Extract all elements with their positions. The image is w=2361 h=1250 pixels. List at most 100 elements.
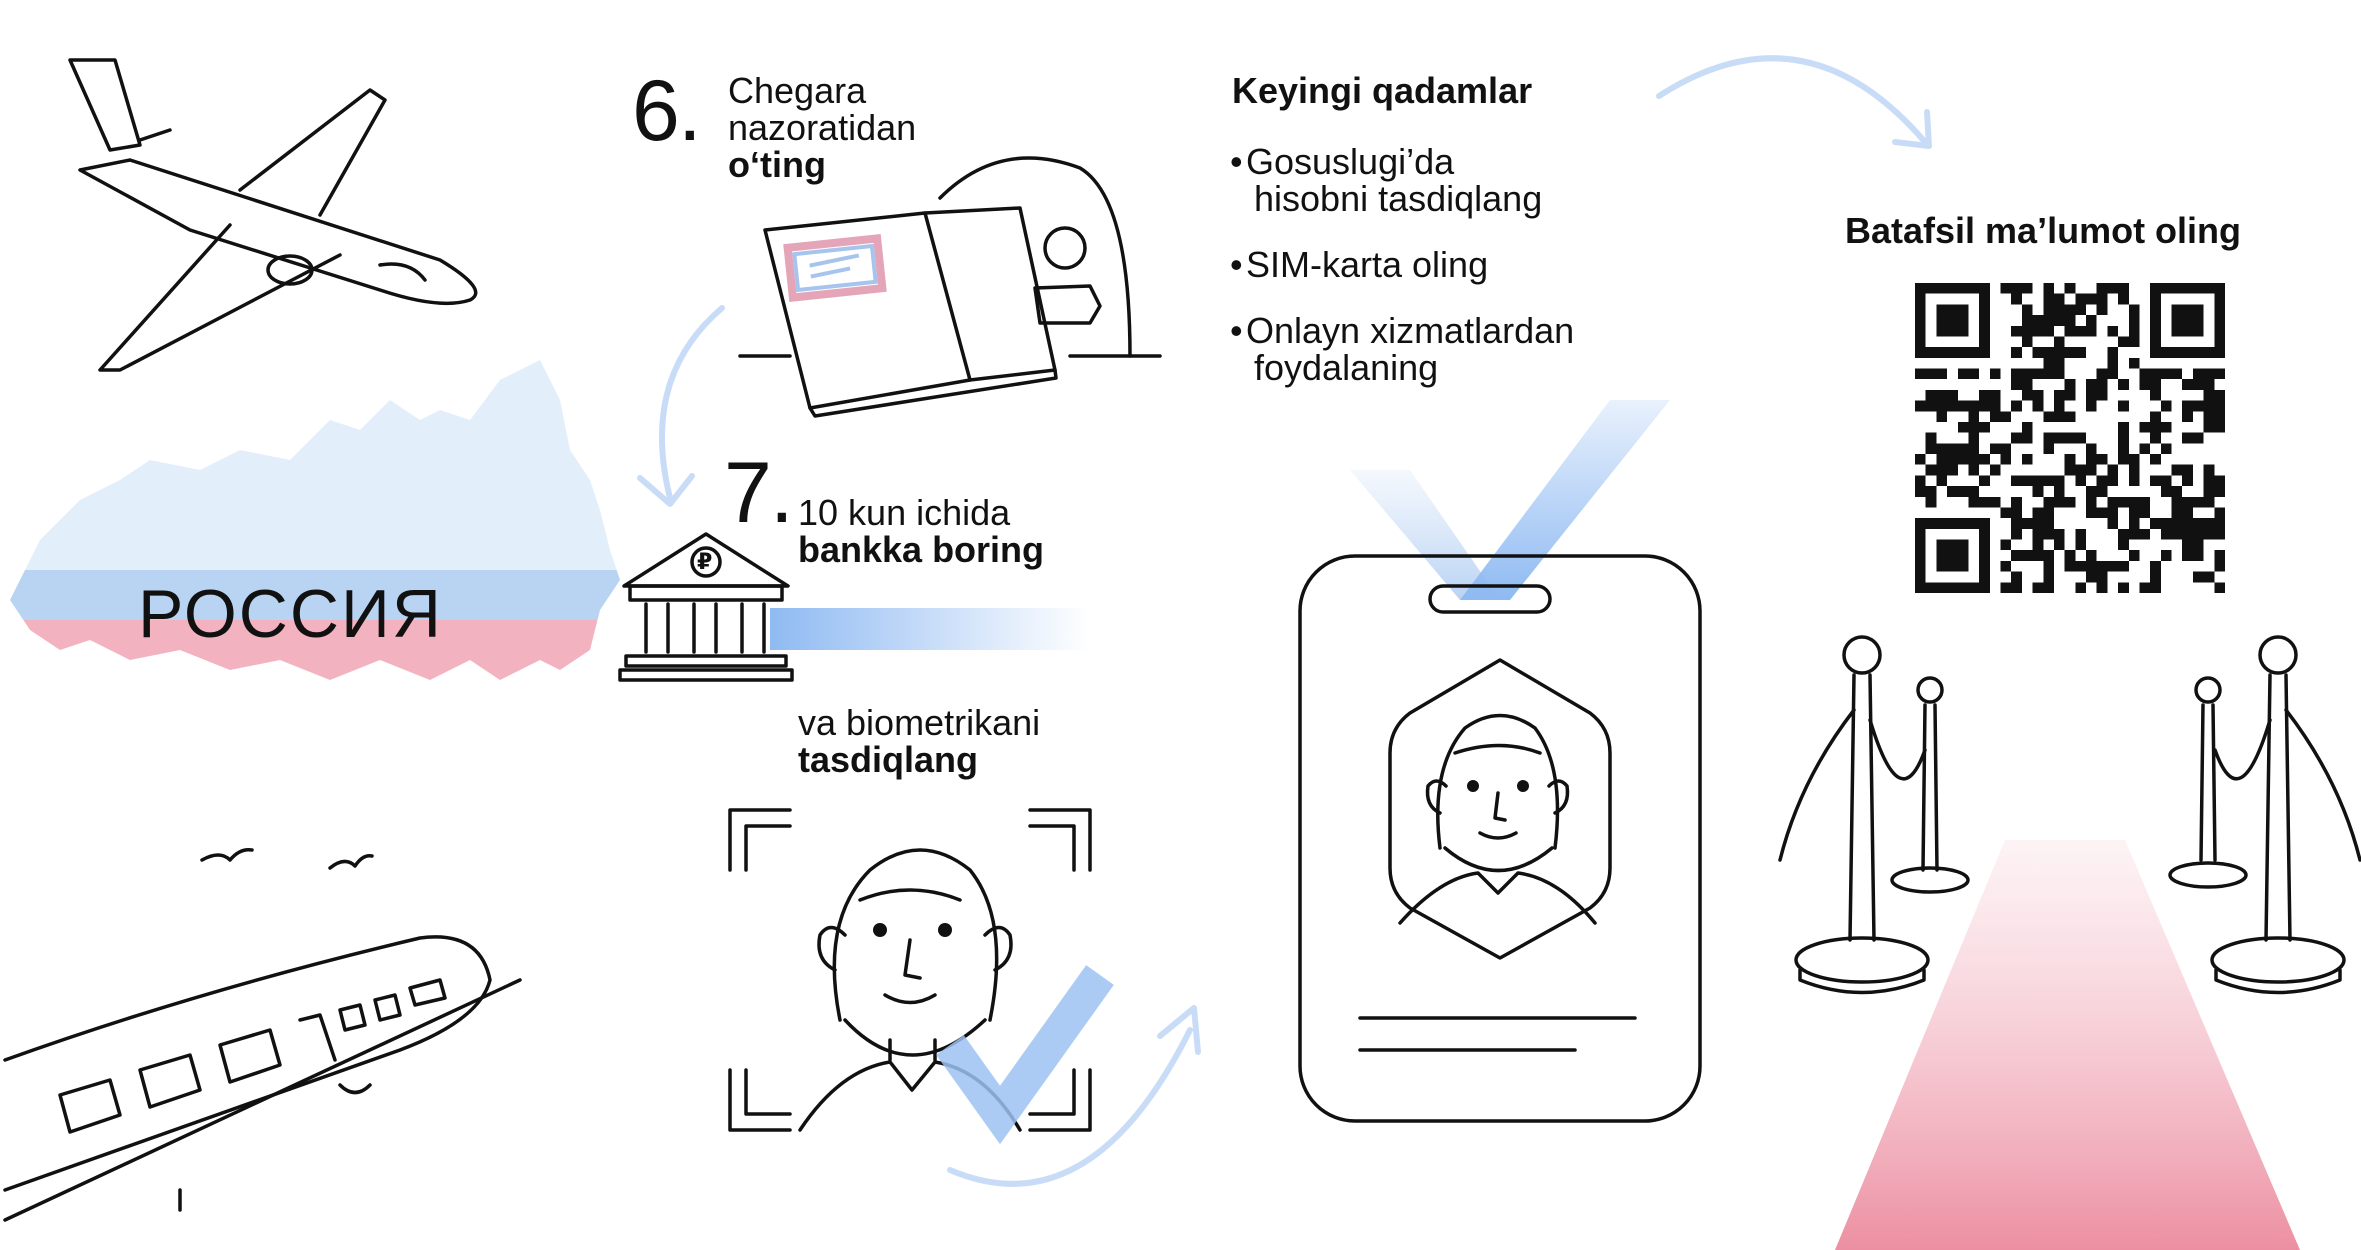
step7-number: 7. (724, 445, 794, 541)
qr-module (1957, 582, 1969, 593)
qr-module (1915, 571, 1926, 583)
qr-module (1936, 411, 1948, 422)
qr-module (2075, 528, 2087, 540)
map-label: РОССИЯ (138, 576, 443, 652)
step7-line1: 10 kun ichida (798, 492, 1011, 533)
qr-module (2182, 496, 2193, 508)
qr-module (2139, 379, 2151, 390)
qr-module (2118, 539, 2129, 551)
qr-module (2096, 486, 2108, 497)
qr-module (2032, 507, 2044, 519)
qr-module (2150, 582, 2161, 593)
qr-module (2171, 347, 2183, 358)
qr-module (1947, 550, 1958, 561)
qr-module (2032, 528, 2044, 540)
next-step-item-3: •Onlayn xizmatlardan (1230, 312, 1574, 349)
qr-module (1915, 560, 1926, 572)
next-steps-title: Keyingi qadamlar (1232, 70, 1533, 111)
qr-module (2011, 379, 2022, 390)
qr-module (2128, 475, 2140, 487)
qr-module (2160, 368, 2172, 380)
qr-module (2150, 571, 2161, 583)
qr-module (2075, 475, 2087, 487)
qr-module (2053, 475, 2065, 487)
qr-module (2118, 283, 2129, 294)
qr-module (2032, 389, 2044, 401)
qr-module (1925, 432, 1937, 444)
qr-module (2064, 411, 2076, 422)
qr-module (1979, 389, 1990, 401)
qr-module (2064, 315, 2076, 326)
qr-module (2021, 518, 2033, 529)
qr-module (2053, 336, 2065, 348)
train-icon (3, 935, 522, 1222)
qr-module (2203, 421, 2215, 433)
qr-module (1968, 283, 1980, 294)
next-step-item-2-line1: SIM-karta oling (1246, 244, 1489, 285)
qr-module (2043, 496, 2054, 508)
bank-icon (618, 532, 794, 682)
qr-module (1968, 464, 1980, 476)
qr-module (2043, 518, 2054, 529)
qr-module (2021, 432, 2033, 444)
qr-module (2064, 379, 2076, 390)
qr-module (1925, 443, 1937, 455)
qr-module (1936, 325, 1948, 337)
qr-module (2192, 539, 2204, 551)
qr-module (2214, 368, 2225, 380)
qr-module (1979, 475, 1990, 487)
qr-module (2064, 464, 2076, 476)
qr-code[interactable] (1915, 283, 2225, 593)
qr-module (2128, 325, 2140, 337)
qr-module (2053, 539, 2065, 551)
qr-module (2150, 315, 2161, 326)
qr-module (1925, 389, 1937, 401)
qr-module (2118, 443, 2129, 455)
qr-module (2203, 379, 2215, 390)
qr-module (1947, 443, 1958, 455)
qr-module (2032, 582, 2044, 593)
qr-module (2086, 400, 2097, 412)
qr-module (2053, 389, 2065, 401)
qr-module (2096, 560, 2108, 572)
qr-module (1925, 464, 1937, 476)
qr-module (2214, 411, 2225, 422)
qr-module (2053, 432, 2065, 444)
qr-module (2032, 368, 2044, 380)
qr-module (2203, 389, 2215, 401)
qr-module (1989, 389, 2001, 401)
curved-arrow-6-7 (637, 305, 725, 507)
qr-module (1957, 325, 1969, 337)
qr-module (2107, 325, 2119, 337)
qr-module (1968, 582, 1980, 593)
qr-module (1915, 518, 1926, 529)
qr-module (2128, 454, 2140, 465)
qr-module (2075, 464, 2087, 476)
qr-module (2192, 368, 2204, 380)
qr-module (2182, 325, 2193, 337)
qr-module (2021, 389, 2033, 401)
qr-module (1968, 486, 1980, 497)
qr-module (1915, 475, 1926, 487)
qr-module (1936, 539, 1948, 551)
qr-module (2011, 325, 2022, 337)
qr-module (2214, 560, 2225, 572)
qr-module (1957, 560, 1969, 572)
qr-module (1979, 293, 1990, 305)
qr-module (1915, 454, 1926, 465)
qr-module (2139, 582, 2151, 593)
qr-module (2096, 507, 2108, 519)
qr-module (2118, 496, 2129, 508)
qr-module (2032, 475, 2044, 487)
qr-module (2192, 325, 2204, 337)
qr-module (2032, 486, 2044, 497)
qr-module (2064, 325, 2076, 337)
qr-module (2139, 507, 2151, 519)
qr-module (1947, 464, 1958, 476)
qr-module (2021, 283, 2033, 294)
next-step-item-1: •Gosuslugi’da (1230, 143, 1454, 180)
qr-module (2107, 496, 2119, 508)
qr-module (1947, 560, 1958, 572)
qr-module (2086, 571, 2097, 583)
qr-module (2171, 283, 2183, 294)
